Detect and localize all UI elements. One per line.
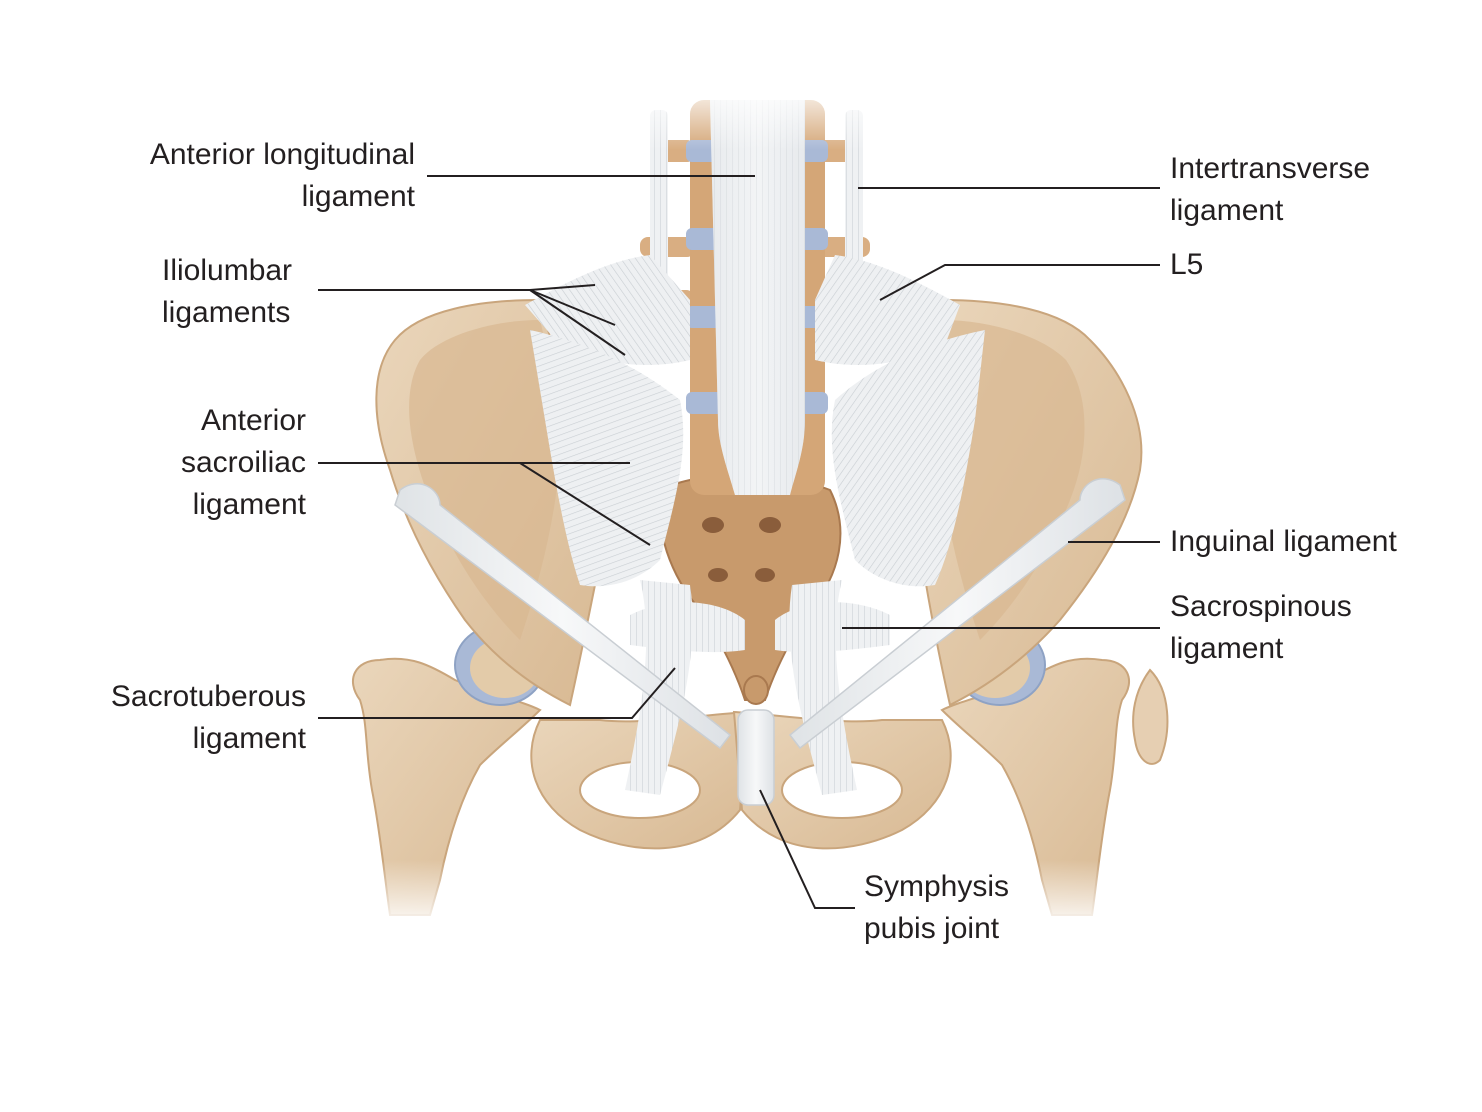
leader-iliolumbar-2 [529, 289, 626, 356]
leader-symphysis [759, 789, 855, 909]
label-l5: L5 [1170, 248, 1204, 281]
label-intertransverse-ligament: Intertransverse ligament [1170, 152, 1371, 227]
label-anterior-longitudinal-ligament: Anterior longitudinal ligament [149, 138, 415, 213]
anterior-longitudinal-ligament-shape [710, 100, 805, 495]
label-symphysis-pubis-joint: Symphysis pubis joint [864, 870, 1010, 945]
label-inguinal-ligament: Inguinal ligament [1170, 525, 1397, 558]
inguinal-ligament-shapes [394, 478, 1126, 750]
leader-anterior-sacroiliac-2 [519, 462, 651, 546]
label-sacrotuberous-ligament: Sacrotuberous ligament [110, 680, 306, 755]
symphysis-pubis-shape [737, 709, 775, 806]
anterior-sacroiliac-ligament-shapes [530, 330, 985, 587]
leader-lines [318, 175, 1160, 909]
label-iliolumbar-ligaments: Iliolumbar ligaments [162, 254, 293, 329]
iliolumbar-ligament-shapes [525, 255, 960, 365]
leader-sacrotuberous [318, 667, 676, 719]
leader-iliolumbar-3 [529, 284, 596, 291]
leader-l5 [879, 264, 1160, 301]
label-sacrospinous-ligament: Sacrospinous ligament [1170, 590, 1352, 665]
label-anterior-sacroiliac-ligament: Anterior sacroiliac ligament [180, 404, 306, 521]
